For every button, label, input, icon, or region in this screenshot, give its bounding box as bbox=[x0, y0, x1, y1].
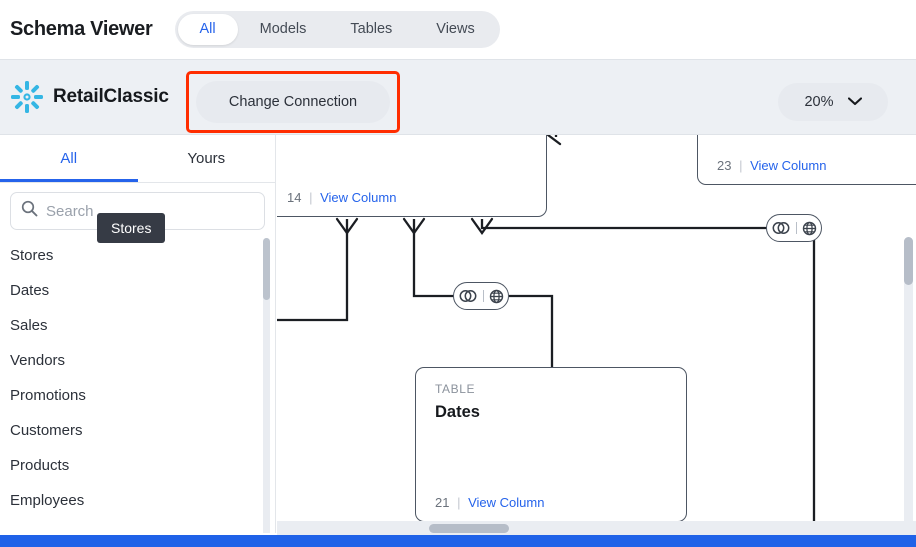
relationship-pill[interactable] bbox=[453, 282, 509, 310]
snowflake-icon bbox=[10, 80, 44, 114]
node-column-link[interactable]: 23 | View Column bbox=[717, 158, 826, 173]
globe-icon bbox=[489, 289, 504, 304]
view-column-link[interactable]: View Column bbox=[750, 158, 827, 173]
sidebar: All Yours Stores Dates Sales Vendors Pro… bbox=[0, 135, 276, 533]
erd-canvas[interactable]: 14 | View Column 23 | View Column TABLE … bbox=[277, 135, 916, 533]
table-node[interactable]: 14 | View Column bbox=[277, 135, 547, 217]
top-bar: Schema Viewer All Models Tables Views bbox=[0, 0, 916, 59]
node-column-link[interactable]: 14 | View Column bbox=[287, 190, 396, 205]
relationship-pill[interactable] bbox=[766, 214, 822, 242]
node-column-count: 14 bbox=[287, 190, 302, 205]
chevron-down-icon bbox=[847, 93, 862, 111]
list-item[interactable]: Sales bbox=[10, 317, 48, 334]
list-item[interactable]: Vendors bbox=[10, 352, 66, 369]
node-separator: | bbox=[739, 158, 743, 173]
table-node[interactable]: 23 | View Column bbox=[697, 135, 916, 185]
bottom-status-bar bbox=[0, 535, 916, 547]
view-column-link[interactable]: View Column bbox=[468, 495, 545, 510]
node-kind-label: TABLE bbox=[435, 382, 476, 396]
tab-models[interactable]: Models bbox=[259, 21, 307, 37]
object-list: Stores Dates Sales Vendors Promotions Cu… bbox=[0, 230, 275, 518]
node-separator: | bbox=[309, 190, 313, 205]
pill-divider bbox=[483, 290, 484, 302]
tooltip: Stores bbox=[97, 213, 166, 243]
tab-tables[interactable]: Tables bbox=[350, 21, 393, 37]
erd-connector-lines bbox=[277, 135, 816, 533]
node-column-count: 23 bbox=[717, 158, 732, 173]
sidebar-tab-all[interactable]: All bbox=[0, 135, 138, 182]
node-separator: | bbox=[457, 495, 461, 510]
list-item[interactable]: Employees bbox=[10, 492, 85, 509]
list-item[interactable]: Dates bbox=[10, 282, 50, 299]
many-to-many-icon bbox=[771, 221, 791, 235]
node-column-link[interactable]: 21 | View Column bbox=[435, 495, 544, 510]
node-column-count: 21 bbox=[435, 495, 450, 510]
canvas-vertical-scrollbar-thumb[interactable] bbox=[904, 237, 913, 285]
sidebar-tab-yours[interactable]: Yours bbox=[187, 150, 226, 167]
list-item[interactable]: Stores bbox=[10, 247, 54, 264]
connection-name: RetailClassic bbox=[53, 86, 169, 107]
list-item[interactable]: Products bbox=[10, 457, 70, 474]
many-to-many-icon bbox=[458, 289, 478, 303]
tab-views[interactable]: Views bbox=[436, 21, 475, 37]
sidebar-scrollbar[interactable] bbox=[263, 238, 270, 533]
view-filter-tabs: All Models Tables Views bbox=[174, 11, 500, 48]
canvas-horizontal-scrollbar[interactable] bbox=[277, 521, 916, 535]
canvas-vertical-scrollbar[interactable] bbox=[904, 237, 913, 527]
tab-all[interactable]: All bbox=[177, 14, 238, 45]
zoom-level-value: 20% bbox=[804, 94, 834, 110]
page-title: Schema Viewer bbox=[10, 18, 153, 40]
list-item[interactable]: Promotions bbox=[10, 387, 86, 404]
sidebar-scrollbar-thumb[interactable] bbox=[263, 238, 270, 300]
canvas-horizontal-scrollbar-thumb[interactable] bbox=[429, 524, 509, 533]
connection-bar: RetailClassic bbox=[0, 59, 916, 135]
globe-icon bbox=[802, 221, 817, 236]
sidebar-tabs: All Yours bbox=[0, 135, 275, 183]
pill-divider bbox=[796, 222, 797, 234]
search-icon bbox=[21, 200, 38, 222]
view-column-link[interactable]: View Column bbox=[320, 190, 397, 205]
zoom-level-selector[interactable]: 20% bbox=[778, 83, 888, 121]
list-item[interactable]: Customers bbox=[10, 422, 83, 439]
table-node-dates[interactable]: TABLE Dates 21 | View Column bbox=[415, 367, 687, 522]
node-title: Dates bbox=[435, 403, 480, 421]
change-connection-button[interactable]: Change Connection bbox=[196, 81, 390, 123]
